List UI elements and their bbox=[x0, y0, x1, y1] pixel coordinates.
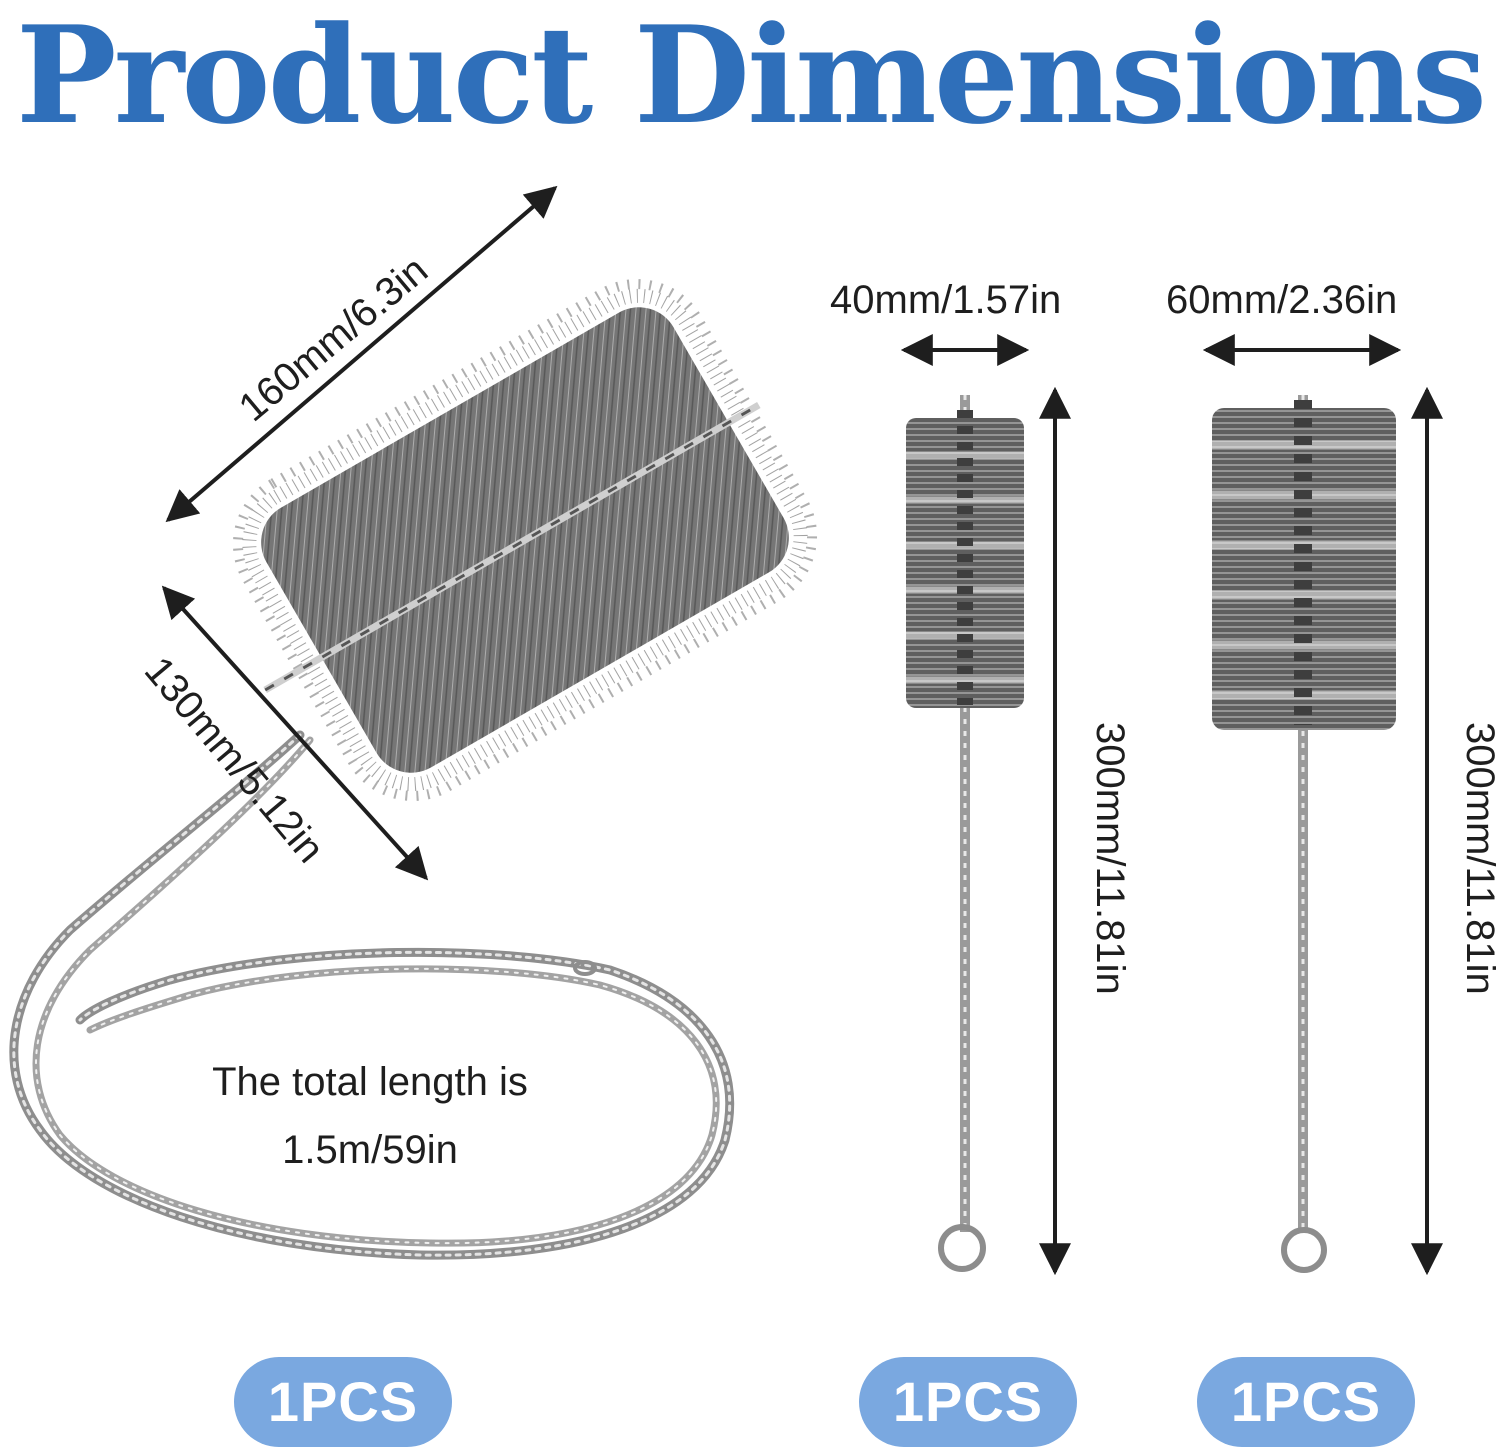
medium-brush bbox=[1212, 395, 1396, 1273]
small-brush-diameter-label: 40mm/1.57in bbox=[830, 278, 1062, 322]
total-length-note: The total length is 1.5m/59in bbox=[170, 1048, 570, 1184]
large-brush-quantity-badge: 1PCS bbox=[234, 1357, 452, 1447]
small-brush-length-label: 300mm/11.81in bbox=[1088, 722, 1132, 995]
large-brush-length-arrow bbox=[165, 185, 558, 523]
page-title: Product Dimensions bbox=[15, 0, 1487, 154]
medium-brush-diameter-label: 60mm/2.36in bbox=[1166, 278, 1398, 322]
medium-brush-quantity-badge: 1PCS bbox=[1197, 1357, 1415, 1447]
small-brush-quantity-badge: 1PCS bbox=[859, 1357, 1077, 1447]
total-length-line-2: 1.5m/59in bbox=[282, 1128, 458, 1172]
small-brush bbox=[906, 395, 1024, 1272]
large-brush-wire-handle bbox=[9, 730, 735, 1260]
medium-brush-length-label: 300mm/11.81in bbox=[1458, 722, 1500, 995]
total-length-line-1: The total length is bbox=[212, 1060, 528, 1104]
large-brush-diameter-arrow bbox=[161, 585, 429, 881]
